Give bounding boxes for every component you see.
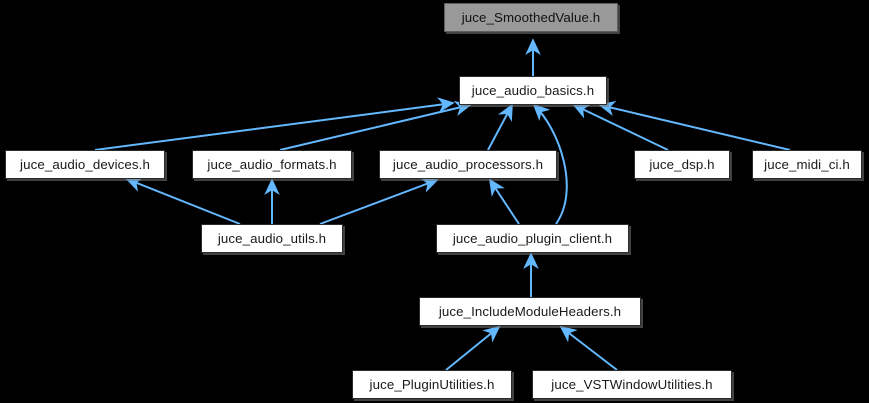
graph-edge-plugin_client-to-audio_processors <box>489 178 520 225</box>
graph-node-label: juce_audio_utils.h <box>217 230 327 246</box>
graph-node-label: juce_audio_plugin_client.h <box>452 230 613 246</box>
graph-node-label: juce_dsp.h <box>649 156 715 172</box>
graph-edge-audio_utils-to-audio_devices <box>125 177 241 225</box>
graph-node-label: juce_audio_formats.h <box>207 156 337 172</box>
graph-node-label: juce_SmoothedValue.h <box>461 9 601 25</box>
graph-node-dsp[interactable]: juce_dsp.h <box>634 150 730 179</box>
graph-node-audio_formats[interactable]: juce_audio_formats.h <box>192 150 352 179</box>
graph-edge-vst_window_utils-to-include_headers <box>559 325 618 371</box>
graph-edge-audio_formats-to-audio_basics <box>279 100 472 151</box>
graph-edge-audio_devices-to-audio_basics <box>94 97 455 151</box>
graph-node-plugin_utilities[interactable]: juce_PluginUtilities.h <box>352 370 512 399</box>
graph-node-label: juce_midi_ci.h <box>764 156 850 172</box>
graph-node-plugin_client[interactable]: juce_audio_plugin_client.h <box>436 224 629 253</box>
graph-node-midi_ci[interactable]: juce_midi_ci.h <box>752 150 862 179</box>
graph-edge-midi_ci-to-audio_basics <box>598 100 791 151</box>
graph-node-label: juce_VSTWindowUtilities.h <box>551 376 713 392</box>
graph-edge-dsp-to-audio_basics <box>572 104 669 151</box>
graph-node-audio_basics[interactable]: juce_audio_basics.h <box>459 76 607 105</box>
graph-edge-plugin_utilities-to-include_headers <box>445 325 501 371</box>
graph-node-label: juce_PluginUtilities.h <box>369 376 495 392</box>
graph-node-include_headers[interactable]: juce_IncludeModuleHeaders.h <box>419 297 641 326</box>
graph-edge-audio_utils-to-audio_processors <box>319 177 439 225</box>
graph-edge-plugin_client-to-audio_basics <box>532 103 568 225</box>
graph-node-audio_devices[interactable]: juce_audio_devices.h <box>5 150 165 179</box>
edges-group <box>94 38 791 371</box>
graph-node-label: juce_IncludeModuleHeaders.h <box>438 303 622 319</box>
graph-node-label: juce_audio_processors.h <box>392 156 544 172</box>
graph-node-vst_window_utils[interactable]: juce_VSTWindowUtilities.h <box>532 370 732 399</box>
graph-node-label: juce_audio_devices.h <box>20 156 150 172</box>
graph-edge-audio_processors-to-audio_basics <box>487 103 513 151</box>
graph-node-audio_utils[interactable]: juce_audio_utils.h <box>201 224 343 253</box>
graph-node-label: juce_audio_basics.h <box>471 82 595 98</box>
graph-node-smoothedvalue[interactable]: juce_SmoothedValue.h <box>444 3 618 32</box>
graph-node-audio_processors[interactable]: juce_audio_processors.h <box>379 150 557 179</box>
